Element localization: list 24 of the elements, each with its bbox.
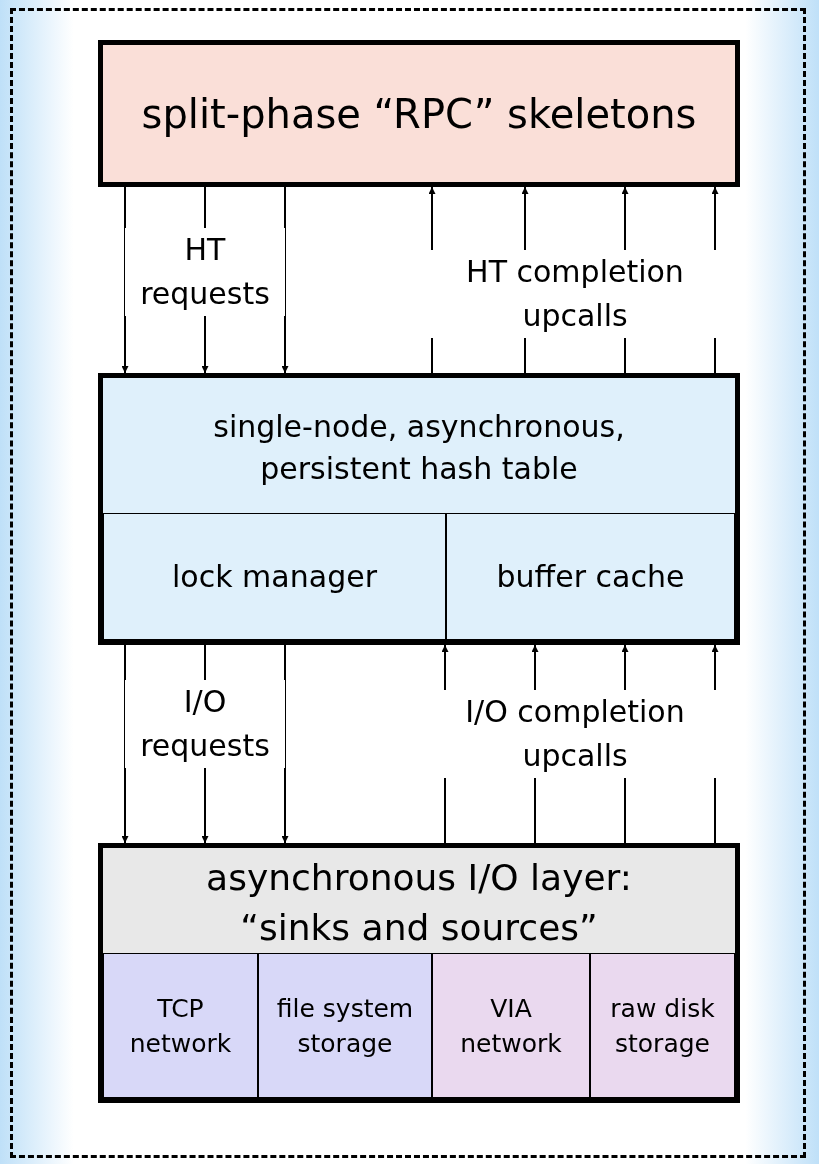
box-label: TCP network	[128, 992, 233, 1060]
component-box	[103, 953, 258, 1098]
component-box	[446, 513, 735, 640]
arrow	[121, 644, 129, 844]
component-box	[103, 513, 446, 640]
arrow	[121, 186, 129, 374]
arrow	[281, 644, 289, 844]
annotation-text: HT requests	[125, 228, 285, 316]
component-box	[258, 953, 432, 1098]
layer-box	[98, 40, 740, 187]
box-label: file system storage	[275, 992, 415, 1060]
box-label: buffer cache	[495, 557, 686, 596]
box-label: raw disk storage	[609, 992, 716, 1060]
box-label: lock manager	[171, 557, 378, 596]
component-box	[590, 953, 735, 1098]
box-label: split-phase “RPC” skeletons	[140, 89, 698, 139]
layer-box	[98, 373, 740, 645]
box-label: VIA network	[459, 992, 563, 1060]
layer-title: single-node, asynchronous, persistent hash table	[212, 408, 626, 488]
layer-box	[98, 843, 740, 1103]
annotation-text: I/O requests	[125, 680, 285, 768]
arrow	[281, 186, 289, 374]
component-box	[432, 953, 590, 1098]
layer-title: asynchronous I/O layer: “sinks and sources”	[205, 856, 633, 950]
